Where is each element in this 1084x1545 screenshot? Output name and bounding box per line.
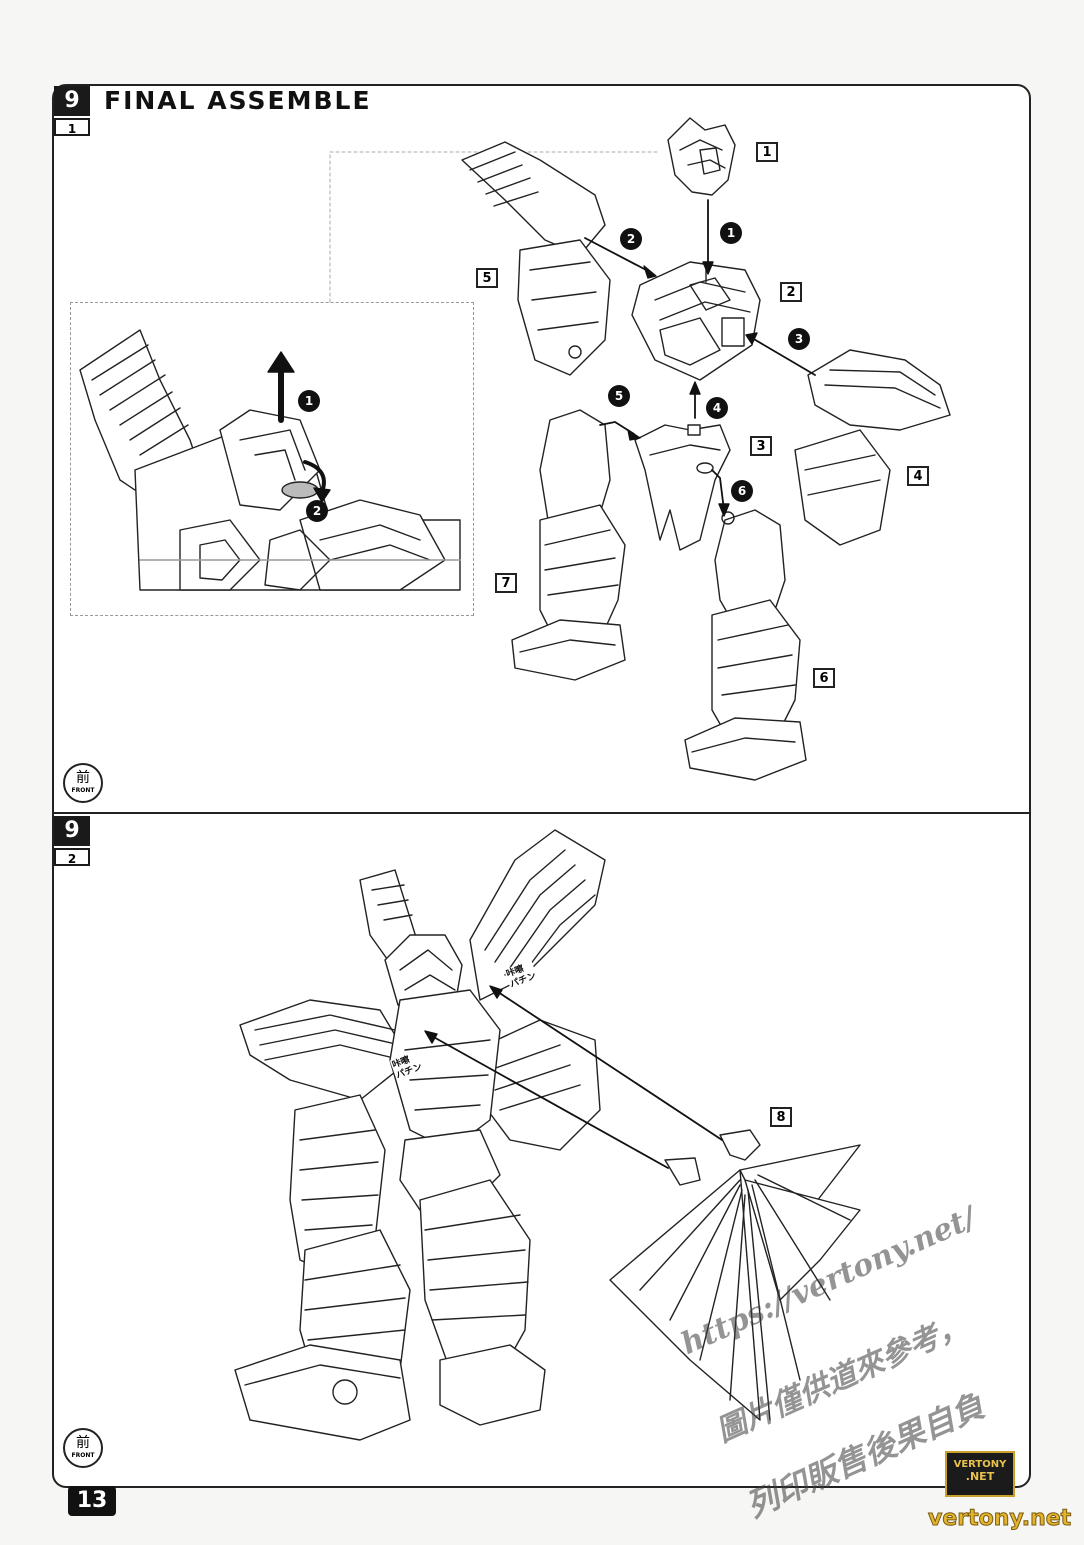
vertony-logo: VERTONY .NET: [945, 1451, 1015, 1497]
part-label: 3: [750, 436, 772, 456]
direction-arrow-icon: 前: [65, 769, 101, 787]
step-badge: 4: [706, 397, 728, 419]
part-label: 7: [495, 573, 517, 593]
part-label: 1: [756, 142, 778, 162]
part-label: 8: [770, 1107, 792, 1127]
part-label: 5: [476, 268, 498, 288]
part-7-leg: [512, 410, 625, 680]
step-badge: 3: [788, 328, 810, 350]
direction-arrow-icon: 前: [65, 1434, 101, 1452]
step-badge: 2: [620, 228, 642, 250]
step-badge: 1: [720, 222, 742, 244]
part-label: 4: [907, 466, 929, 486]
step-badge: 6: [731, 480, 753, 502]
part-2-torso: [632, 262, 760, 380]
assembled-robot: [235, 830, 605, 1440]
part-5-arm: [462, 142, 610, 375]
part-1-head: [668, 118, 735, 195]
part-label: 2: [780, 282, 802, 302]
front-orientation-icon: 前 FRONT: [63, 763, 103, 803]
step-badge: 1: [298, 390, 320, 412]
front-orientation-icon: 前 FRONT: [63, 1428, 103, 1468]
step-badge: 5: [608, 385, 630, 407]
part-4-arm: [795, 350, 950, 545]
part-6-leg: [685, 510, 806, 780]
part-3-waist: [635, 425, 730, 550]
page-number: 13: [68, 1486, 116, 1516]
part-label: 6: [813, 668, 835, 688]
step-badge: 2: [306, 500, 328, 522]
site-url: vertony.net: [928, 1506, 1071, 1531]
